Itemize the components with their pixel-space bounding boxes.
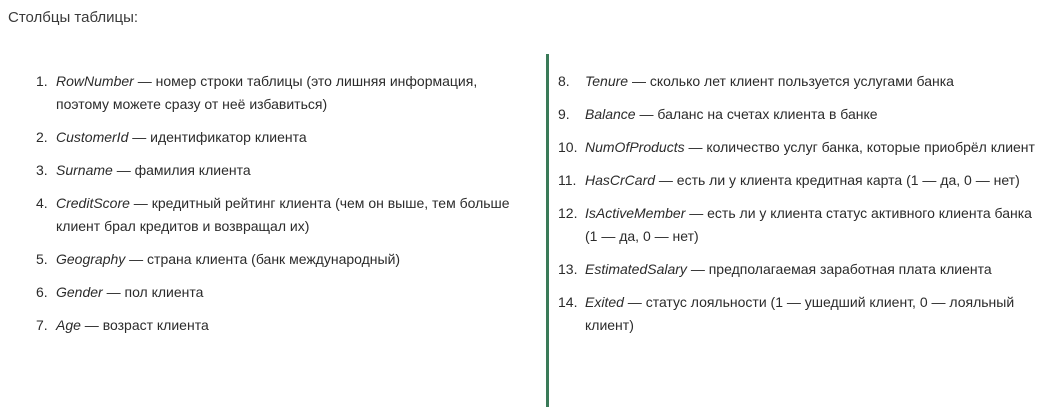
column-description: — предполагаемая заработная плата клиент… (686, 261, 992, 277)
column-description: — идентификатор клиента (128, 129, 307, 145)
column-name: HasCrCard (585, 172, 656, 188)
list-item: 5. Geography — страна клиента (банк межд… (36, 248, 516, 271)
item-number: 13. (558, 261, 578, 277)
list-item: 14. Exited — статус лояльности (1 — ушед… (558, 291, 1048, 337)
columns-list-right: 8. Tenure — сколько лет клиент пользуетс… (558, 70, 1048, 337)
item-number: 7. (36, 317, 48, 333)
column-name: NumOfProducts (585, 139, 685, 155)
right-column: 8. Tenure — сколько лет клиент пользуетс… (558, 70, 1048, 347)
list-item: 13. EstimatedSalary — предполагаемая зар… (558, 258, 1048, 281)
item-number: 2. (36, 129, 48, 145)
column-name: Gender (56, 284, 103, 300)
column-name: IsActiveMember (585, 205, 686, 221)
column-description: — пол клиента (102, 284, 204, 300)
item-number: 4. (36, 195, 48, 211)
column-description: — кредитный рейтинг клиента (чем он выше… (56, 195, 510, 234)
item-number: 1. (36, 73, 48, 89)
list-item: 3. Surname — фамилия клиента (36, 159, 516, 182)
column-name: Balance (585, 106, 636, 122)
column-description: — баланс на счетах клиента в банке (635, 106, 878, 122)
item-number: 6. (36, 284, 48, 300)
column-description: — возраст клиента (80, 317, 209, 333)
columns-list-left: 1. RowNumber — номер строки таблицы (это… (36, 70, 516, 337)
item-number: 8. (558, 73, 570, 89)
item-number: 5. (36, 251, 48, 267)
item-number: 3. (36, 162, 48, 178)
list-item: 10. NumOfProducts — количество услуг бан… (558, 136, 1048, 159)
item-number: 14. (558, 294, 578, 310)
item-number: 10. (558, 139, 578, 155)
column-name: Tenure (585, 73, 629, 89)
list-item: 4. CreditScore — кредитный рейтинг клиен… (36, 192, 516, 238)
column-description: — фамилия клиента (112, 162, 251, 178)
column-description: — номер строки таблицы (это лишняя инфор… (56, 73, 478, 112)
list-item: 11. HasCrCard — есть ли у клиента кредит… (558, 169, 1048, 192)
list-item: 2. CustomerId — идентификатор клиента (36, 126, 516, 149)
column-description: — сколько лет клиент пользуется услугами… (628, 73, 954, 89)
column-description: — есть ли у клиента кредитная карта (1 —… (655, 172, 1020, 188)
column-name: CustomerId (56, 129, 129, 145)
column-name: Age (56, 317, 81, 333)
column-description: — статус лояльности (1 — ушедший клиент,… (585, 294, 1015, 333)
list-item: 6. Gender — пол клиента (36, 281, 516, 304)
item-number: 12. (558, 205, 578, 221)
column-name: Exited (585, 294, 624, 310)
column-name: Surname (56, 162, 113, 178)
item-number: 11. (558, 172, 577, 188)
column-name: CreditScore (56, 195, 130, 211)
list-item: 1. RowNumber — номер строки таблицы (это… (36, 70, 516, 116)
list-item: 12. IsActiveMember — есть ли у клиента с… (558, 202, 1048, 248)
column-name: EstimatedSalary (585, 261, 687, 277)
column-divider (546, 54, 549, 407)
column-name: RowNumber (56, 73, 134, 89)
column-description: — количество услуг банка, которые приобр… (684, 139, 1035, 155)
list-item: 7. Age — возраст клиента (36, 314, 516, 337)
column-description: — есть ли у клиента статус активного кли… (585, 205, 1032, 244)
section-heading: Столбцы таблицы: (8, 9, 139, 26)
item-number: 9. (558, 106, 570, 122)
list-item: 9. Balance — баланс на счетах клиента в … (558, 103, 1048, 126)
column-description: — страна клиента (банк международный) (125, 251, 401, 267)
column-name: Geography (56, 251, 126, 267)
list-item: 8. Tenure — сколько лет клиент пользуетс… (558, 70, 1048, 93)
left-column: 1. RowNumber — номер строки таблицы (это… (36, 70, 516, 347)
